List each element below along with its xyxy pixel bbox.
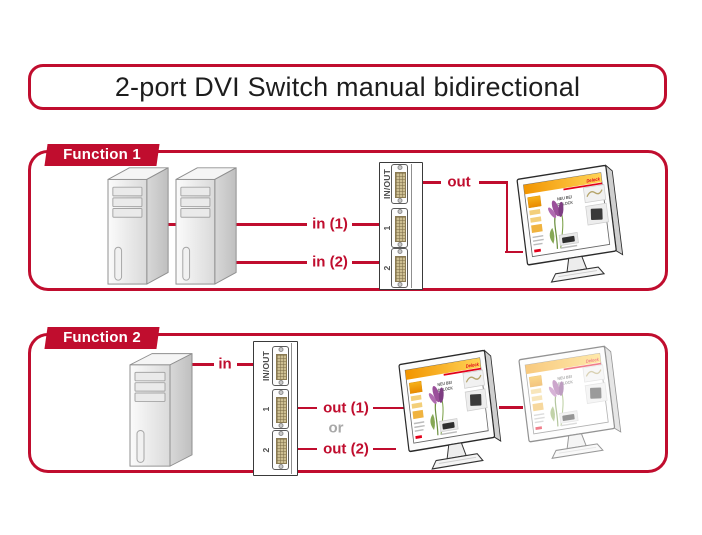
connection-label-in: in: [218, 355, 232, 373]
function1-label-text: Function 1: [63, 146, 141, 163]
dvi-pins: [275, 396, 287, 423]
function2-panel: [28, 333, 668, 473]
dvi-pins: [394, 255, 406, 282]
dvi-connector-1: [272, 389, 289, 429]
dvi-connector-2: [272, 430, 289, 470]
switch-edge: [291, 343, 292, 474]
port-label-2: 2: [261, 447, 271, 453]
connection-line: [237, 363, 253, 366]
function1-label: Function 1: [44, 144, 160, 166]
port-label-1: 1: [261, 406, 271, 412]
connection-line: [421, 181, 441, 184]
connection-line: [499, 406, 523, 409]
connection-line: [373, 406, 405, 409]
port-label-inout: IN/OUT: [261, 350, 271, 382]
connection-label-in2: in (2): [312, 253, 348, 271]
computer-tower-2: [175, 167, 237, 285]
function2-label: Function 2: [44, 327, 160, 349]
connection-line: [296, 406, 317, 409]
connection-line: [188, 363, 214, 366]
connection-line: [150, 223, 190, 226]
function1-panel: [28, 150, 668, 291]
connection-label-out1: out (1): [323, 399, 369, 417]
dvi-connector-2: [391, 248, 408, 288]
monitor-function1: [516, 163, 626, 287]
connection-line: [505, 250, 523, 253]
dvi-switch-1: IN/OUT 1 2: [379, 162, 423, 290]
connection-line: [352, 223, 379, 226]
monitor-function2-alternate: [518, 344, 624, 463]
dvi-connector-inout: [391, 164, 408, 204]
connection-line: [234, 223, 307, 226]
dvi-switch-2: IN/OUT 1 2: [253, 341, 298, 476]
computer-tower-1: [107, 167, 169, 285]
title-banner: 2-port DVI Switch manual bidirectional: [28, 64, 667, 110]
connection-line: [352, 261, 379, 264]
connection-line: [373, 447, 396, 450]
computer-tower-3: [129, 353, 193, 467]
connection-label-in1: in (1): [312, 215, 348, 233]
connection-line: [234, 261, 307, 264]
switch-edge: [411, 164, 412, 288]
dvi-pins: [275, 437, 287, 464]
dvi-connector-1: [391, 208, 408, 248]
page-title: 2-port DVI Switch manual bidirectional: [114, 71, 581, 102]
connection-label-or: or: [328, 419, 344, 437]
dvi-pins: [394, 171, 406, 198]
function2-label-text: Function 2: [63, 329, 141, 346]
dvi-connector-inout: [272, 346, 289, 386]
monitor-function2-primary: [398, 348, 504, 474]
dvi-pins: [275, 353, 287, 380]
connection-label-out2: out (2): [323, 440, 369, 458]
connection-line: [296, 447, 317, 450]
connection-line: [505, 181, 508, 253]
dvi-pins: [394, 215, 406, 242]
connection-label-out: out: [447, 173, 471, 191]
connection-line: [479, 181, 508, 184]
